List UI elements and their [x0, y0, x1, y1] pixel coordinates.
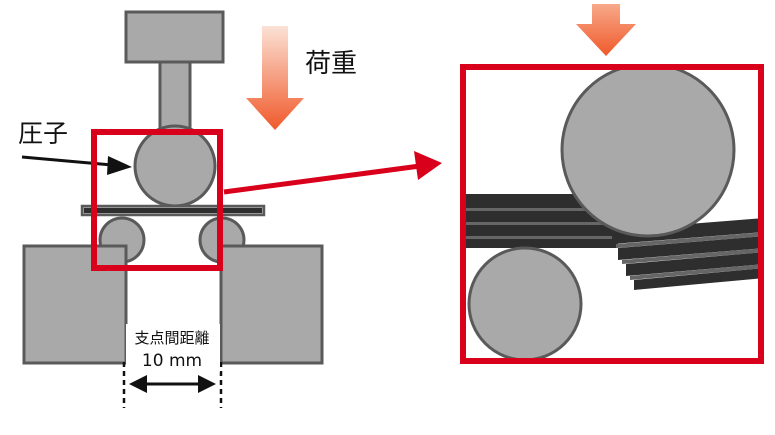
span-label-bg — [126, 324, 220, 372]
indenter-label: 圧子 — [18, 119, 68, 148]
load-label: 荷重 — [305, 49, 357, 79]
span-arrow-head-left — [129, 375, 147, 393]
indenter-roller — [133, 124, 217, 208]
span-value: 10 mm — [142, 351, 202, 371]
ram-shaft — [158, 60, 192, 134]
indenter-pointer-head — [107, 156, 132, 175]
zoom-support-roller — [467, 246, 583, 358]
zoom-view-frame — [460, 64, 764, 364]
zoom-region-marker — [91, 129, 223, 271]
ram-head-block — [124, 10, 225, 64]
support-block-left — [22, 244, 128, 365]
zoom-laminate-right — [612, 218, 758, 290]
load-arrow — [246, 26, 304, 130]
zoom-connector-line — [223, 163, 421, 195]
indenter-pointer-line — [21, 155, 113, 167]
specimen-core — [84, 208, 262, 213]
support-block-right — [219, 244, 324, 365]
zoom-indenter-roller — [560, 70, 736, 238]
zoom-load-arrow — [576, 4, 636, 56]
zoom-connector-head — [414, 151, 442, 180]
zoom-view — [466, 70, 758, 358]
span-arrow-head-right — [198, 375, 216, 393]
span-title: 支点間距離 — [134, 329, 209, 347]
loading-ram — [124, 10, 225, 134]
